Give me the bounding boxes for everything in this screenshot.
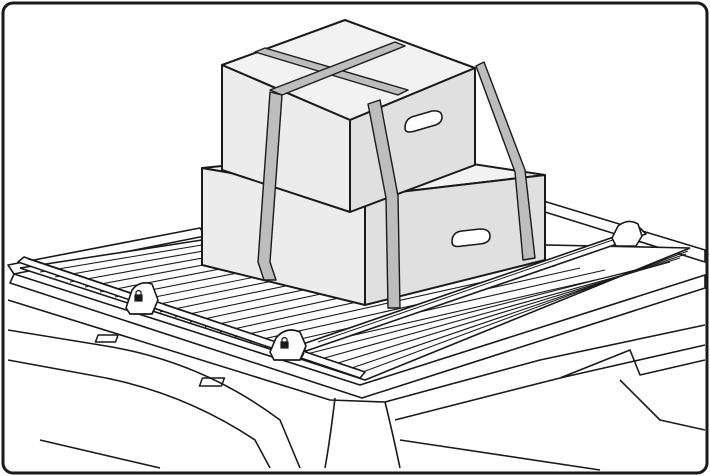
strap-right-vertical <box>475 61 536 261</box>
lock-icon <box>134 289 143 302</box>
tie-down-straps <box>254 41 536 309</box>
strap-center-vertical <box>367 99 401 309</box>
bottom-box-handle <box>451 228 491 248</box>
strap-left-vertical <box>257 91 283 281</box>
lock-icon <box>280 336 289 349</box>
top-box-handle <box>404 110 443 133</box>
crossbar-tower-right <box>611 220 643 247</box>
